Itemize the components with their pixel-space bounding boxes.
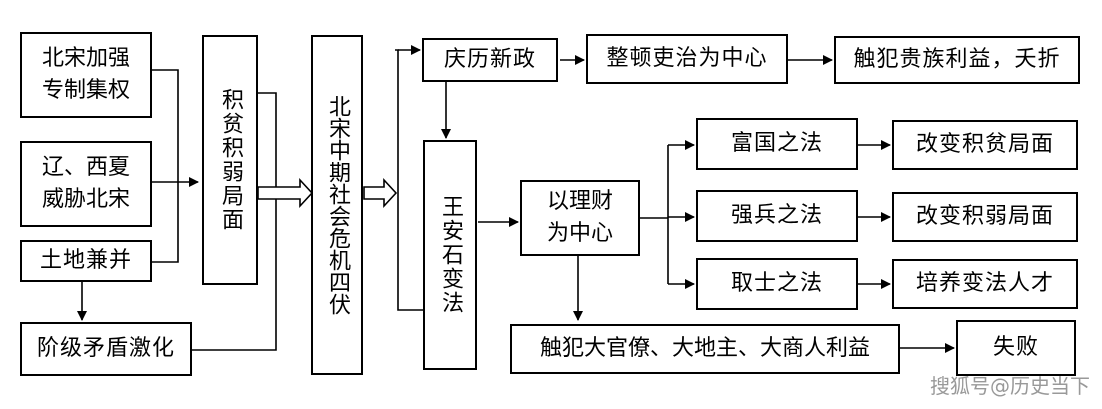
node-poor-weak-label: 积贫积弱局面 — [217, 88, 243, 232]
line-landannex-merge — [152, 182, 179, 263]
node-rectify-label: 整顿吏治为中心 — [606, 46, 768, 72]
node-army-law-label: 强兵之法 — [730, 203, 823, 229]
node-land-annex: 土地兼并 — [20, 240, 152, 282]
node-finance-line1: 以理财 — [546, 189, 613, 215]
node-offend-label: 触犯大官僚、大地主、大商人利益 — [539, 336, 870, 362]
node-wang-anshi-label: 王安石变法 — [437, 195, 463, 315]
node-class-conflict-label: 阶级矛盾激化 — [36, 336, 175, 362]
node-finance: 以理财 为中心 — [520, 180, 640, 256]
node-centralization-line1: 北宋加强 — [41, 46, 130, 72]
hollow-arrow-crisis-to-wang — [363, 177, 398, 209]
node-rich-law: 富国之法 — [696, 118, 858, 170]
line-crisis-branch — [395, 49, 423, 311]
node-offend: 触犯大官僚、大地主、大商人利益 — [510, 324, 900, 374]
watermark: 搜狐号@历史当下 — [930, 374, 1090, 398]
node-noble-interest-label: 触犯贵族利益，夭折 — [853, 47, 1061, 73]
node-change-weak: 改变积弱局面 — [892, 192, 1078, 242]
node-crisis-label: 北宋中期社会危机四伏 — [324, 95, 350, 315]
hollow-arrow-poorweak-to-crisis — [257, 177, 314, 209]
node-talent-law-label: 取士之法 — [730, 271, 823, 297]
node-liao-xixia: 辽、西夏 威胁北宋 — [20, 141, 152, 227]
node-army-law: 强兵之法 — [696, 190, 858, 242]
node-noble-interest: 触犯贵族利益，夭折 — [834, 36, 1080, 84]
node-crisis: 北宋中期社会危机四伏 — [311, 35, 363, 375]
node-train-talent: 培养变法人才 — [892, 259, 1078, 309]
node-failure: 失败 — [956, 320, 1076, 376]
node-liao-xixia-line2: 威胁北宋 — [41, 187, 130, 212]
node-finance-line2: 为中心 — [546, 221, 613, 246]
node-liao-xixia-line1: 辽、西夏 — [41, 155, 130, 181]
node-change-poor: 改变积贫局面 — [892, 120, 1078, 170]
node-land-annex-label: 土地兼并 — [39, 248, 132, 274]
node-rectify: 整顿吏治为中心 — [586, 34, 788, 84]
node-class-conflict: 阶级矛盾激化 — [20, 322, 192, 376]
node-centralization: 北宋加强 专制集权 — [20, 32, 152, 118]
node-qingli-label: 庆历新政 — [443, 47, 536, 73]
node-centralization-line2: 专制集权 — [41, 78, 130, 103]
node-change-poor-label: 改变积贫局面 — [915, 132, 1054, 158]
node-poor-weak: 积贫积弱局面 — [202, 35, 258, 285]
node-train-talent-label: 培养变法人才 — [915, 271, 1054, 297]
line-conflict-to-crisis — [192, 92, 277, 351]
node-talent-law: 取士之法 — [696, 258, 858, 310]
node-rich-law-label: 富国之法 — [730, 131, 823, 157]
node-change-weak-label: 改变积弱局面 — [915, 204, 1054, 230]
node-qingli: 庆历新政 — [422, 38, 558, 82]
line-centralization-merge — [152, 69, 179, 182]
node-wang-anshi: 王安石变法 — [423, 140, 477, 370]
node-failure-label: 失败 — [992, 335, 1039, 361]
